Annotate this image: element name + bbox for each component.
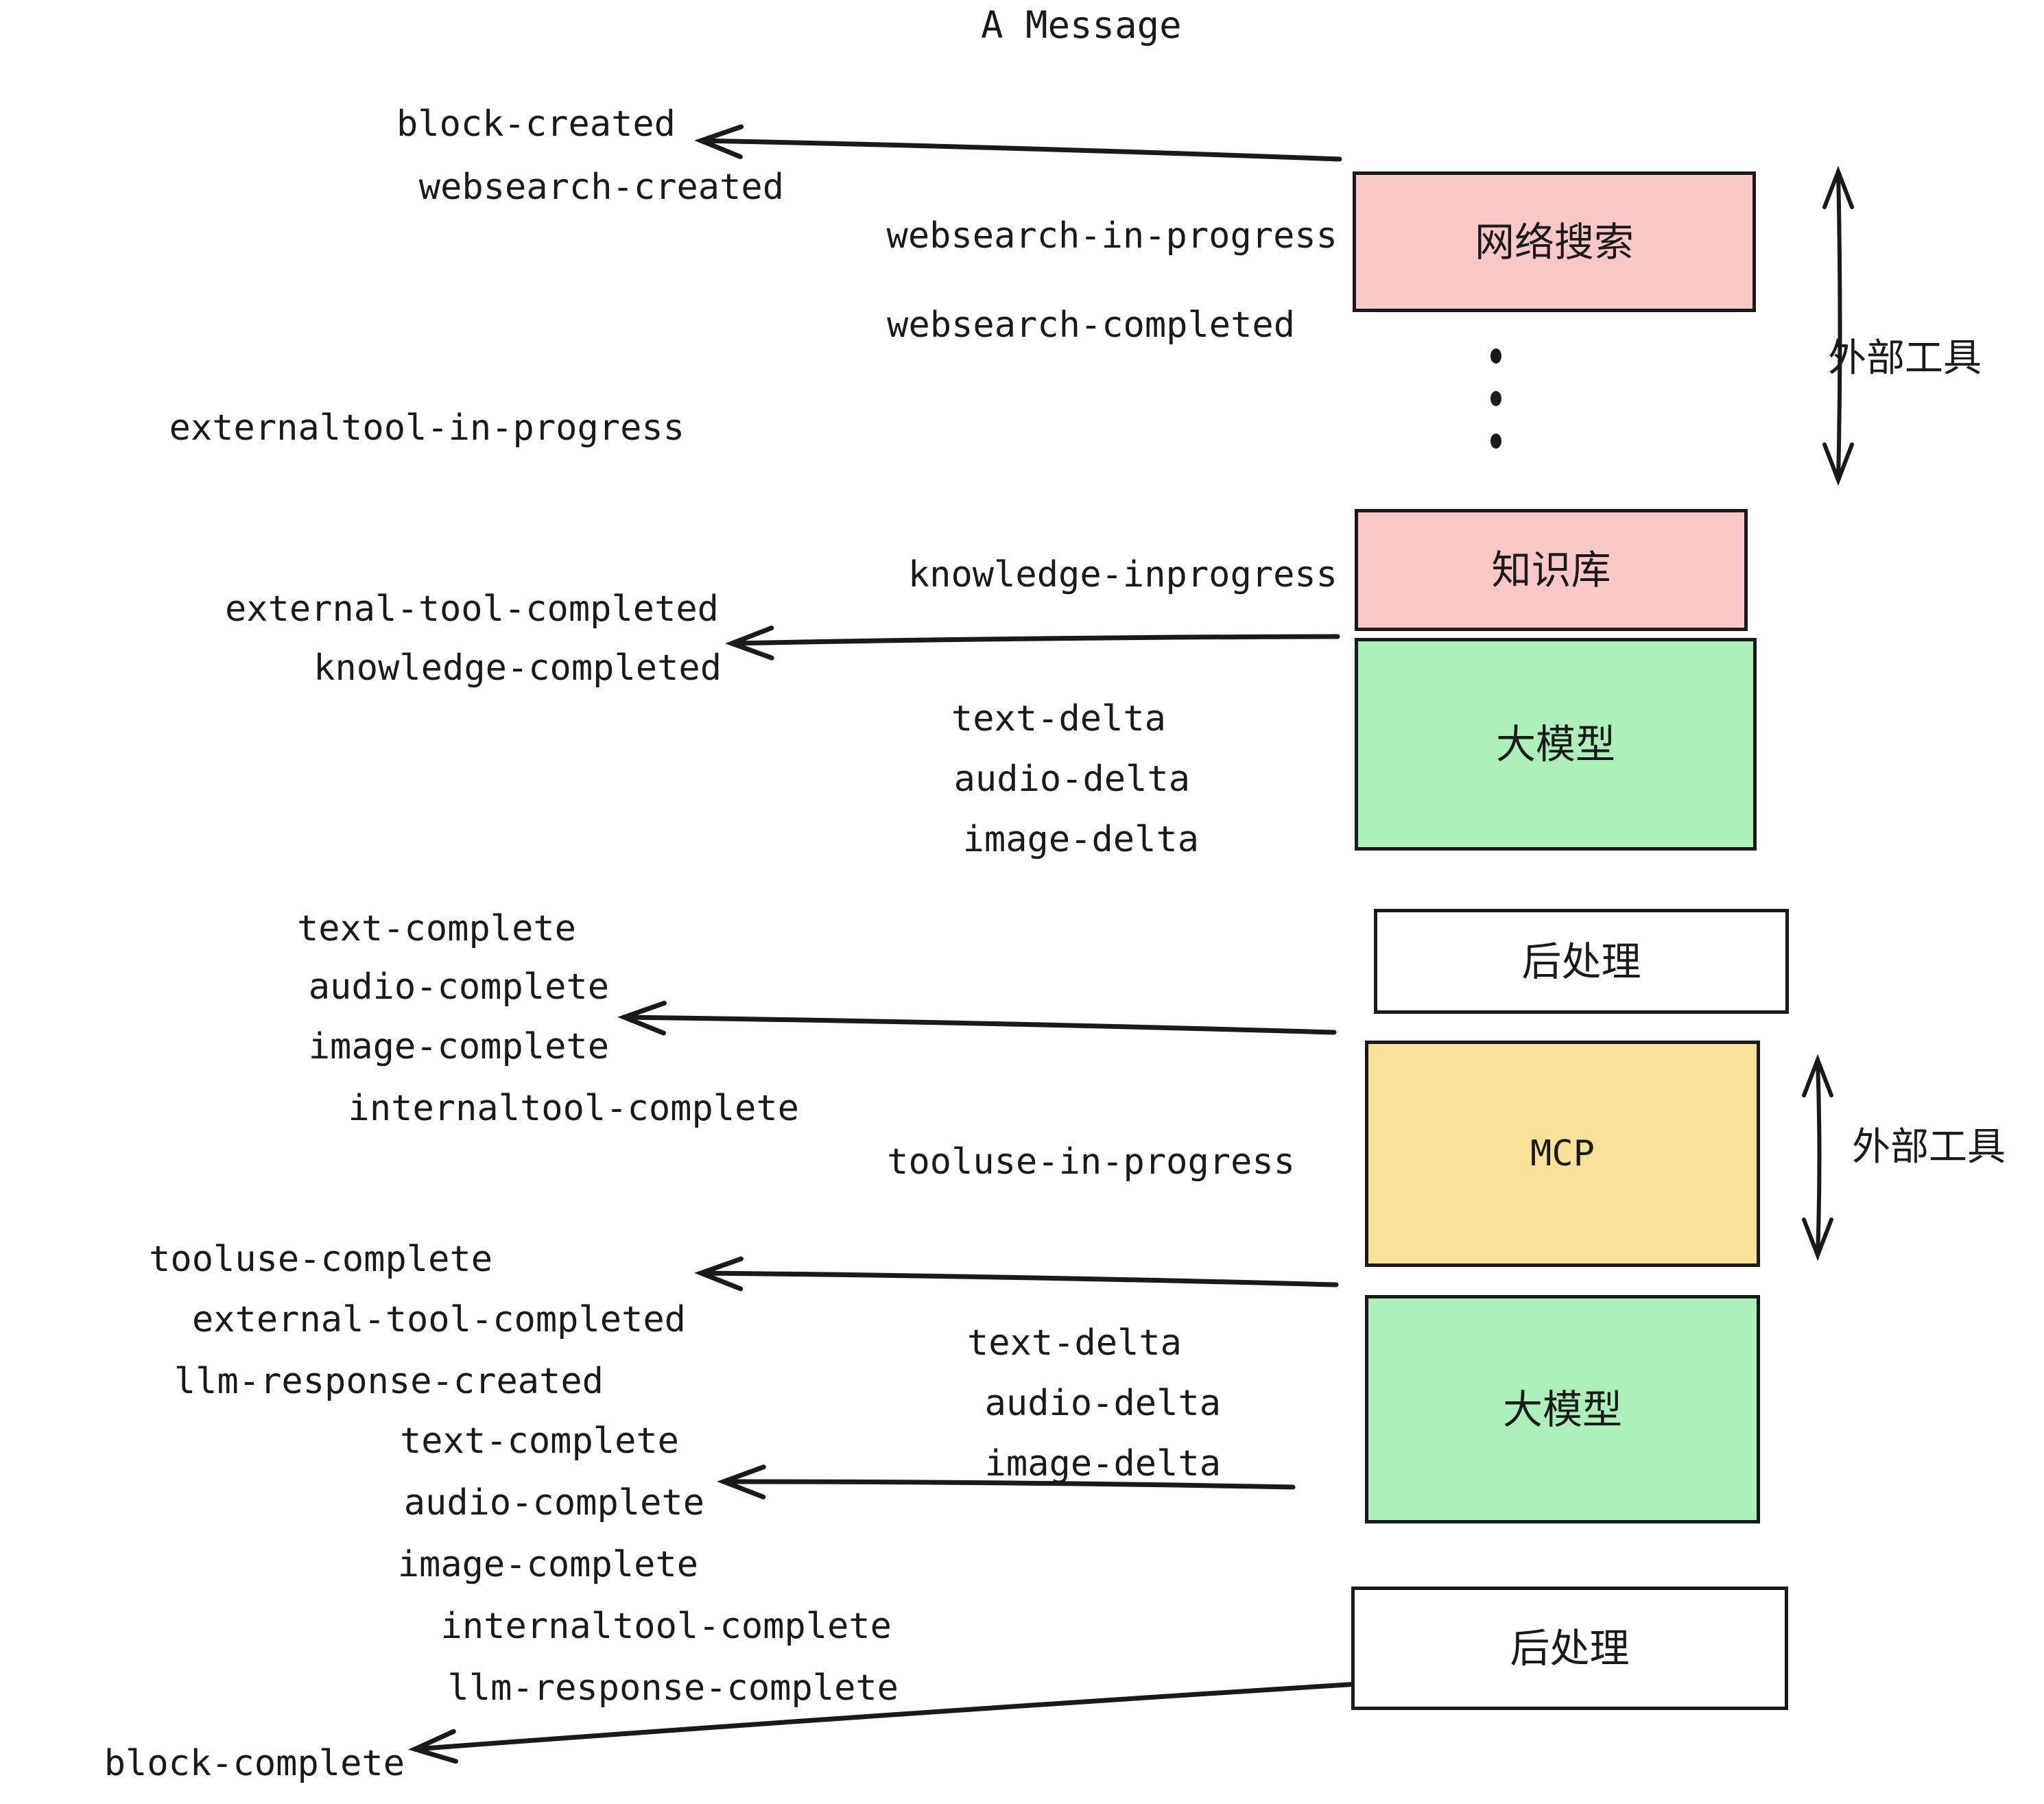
arrow-block-created-head [694,124,744,160]
event-label-llm-response-complete: llm-response-complete [447,1667,899,1709]
box-postprocess-top: 后处理 [1374,909,1789,1014]
page-title: A Message [981,3,1182,47]
arrow-tooluse-complete-head [694,1256,744,1292]
external-tools-range-bottom-head-down [1802,1218,1833,1261]
arrow-knowledge-completed-head [725,626,774,661]
event-label-text-delta-1: text-delta [951,698,1166,739]
event-label-websearch-completed: websearch-completed [887,305,1295,346]
box-knowledge: 知识库 [1355,509,1748,631]
event-label-audio-delta-2: audio-delta [984,1383,1221,1424]
arrow-block-created-shaft [698,138,1342,162]
event-label-text-complete-1: text-complete [297,908,576,949]
event-label-external-tool-completed-2: external-tool-completed [191,1299,686,1340]
event-label-image-complete-1: image-complete [308,1026,609,1067]
box-llm-bottom: 大模型 [1365,1295,1760,1523]
box-label: 大模型 [1495,721,1615,768]
event-label-audio-complete-1: audio-complete [308,966,609,1008]
event-label-knowledge-completed: knowledge-completed [313,648,722,689]
ellipsis-dot [1490,391,1501,406]
arrow-image-complete-head [617,1000,667,1036]
arrow-tooluse-complete-shaft [698,1270,1339,1287]
box-label: MCP [1530,1133,1595,1174]
box-label: 后处理 [1521,938,1641,985]
box-llm-top: 大模型 [1355,638,1757,851]
box-websearch: 网络搜索 [1353,171,1756,312]
event-label-knowledge-inprogress: knowledge-inprogress [907,554,1338,595]
box-label: 大模型 [1502,1386,1622,1433]
external-tools-range-top-head-down [1822,442,1854,486]
event-label-llm-response-created: llm-response-created [174,1361,604,1402]
event-label-websearch-created: websearch-created [418,167,784,208]
event-label-external-tool-completed-1: external-tool-completed [224,589,719,630]
side-label-external-tools-top: 外部工具 [1828,336,1982,381]
box-mcp: MCP [1365,1041,1760,1267]
external-tools-range-top-shaft [1836,169,1842,482]
arrow-audio-complete-head [717,1464,766,1499]
event-label-internaltool-complete-1: internaltool-complete [348,1088,799,1129]
external-tools-range-bottom-head-up [1802,1054,1833,1097]
event-label-internaltool-complete-2: internaltool-complete [440,1606,892,1647]
external-tools-range-bottom-shaft [1816,1058,1822,1257]
event-label-image-delta-2: image-delta [984,1443,1221,1484]
box-postprocess-bottom: 后处理 [1351,1587,1788,1710]
event-label-audio-delta-1: audio-delta [953,759,1190,800]
event-label-tooluse-complete: tooluse-complete [149,1239,492,1280]
event-label-image-complete-2: image-complete [397,1544,698,1585]
event-label-image-delta-1: image-delta [962,819,1199,860]
event-label-websearch-in-progress: websearch-in-progress [886,215,1338,257]
box-label: 知识库 [1491,547,1611,593]
arrow-knowledge-completed-shaft [729,634,1340,646]
box-label: 后处理 [1510,1625,1630,1672]
arrow-image-complete-shaft [621,1014,1337,1035]
external-tools-range-top-head-up [1822,165,1854,209]
event-label-tooluse-in-progress: tooluse-in-progress [887,1141,1295,1183]
event-label-externaltool-in-progress: externaltool-in-progress [169,407,685,449]
event-label-block-created: block-created [396,104,676,145]
event-label-text-delta-2: text-delta [966,1322,1182,1364]
event-label-text-complete-2: text-complete [400,1421,679,1462]
side-label-external-tools-bottom: 外部工具 [1852,1125,2006,1170]
arrow-block-complete-head [408,1729,458,1764]
ellipsis-dot [1490,434,1501,449]
event-label-block-complete: block-complete [104,1743,405,1784]
event-label-audio-complete-2: audio-complete [403,1482,704,1523]
ellipsis-dot [1490,348,1501,364]
box-label: 网络搜索 [1474,218,1634,265]
